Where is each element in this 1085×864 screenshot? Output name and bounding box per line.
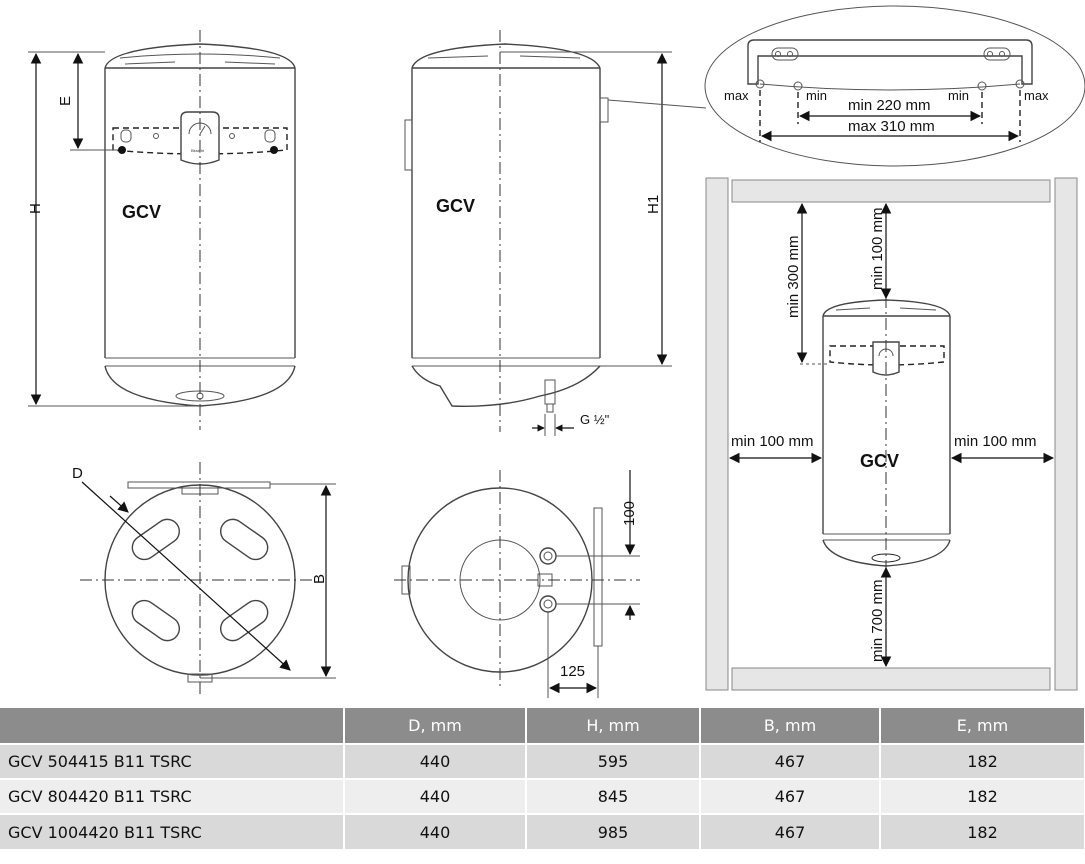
cell-h: 595 (526, 743, 701, 779)
cell-d: 440 (344, 778, 527, 814)
bracket-min-right: min (948, 88, 969, 103)
table-row: GCV 504415 B11 TSRC 440 595 467 182 (0, 743, 1085, 779)
cell-h: 845 (526, 778, 701, 814)
install-min-100-left-label: min 100 mm (731, 433, 814, 450)
side-model-label: GCV (436, 196, 475, 216)
side-top-dome (411, 43, 601, 69)
bracket-plate (747, 39, 1033, 85)
cell-e: 182 (880, 813, 1085, 849)
side-bottom-cap (411, 365, 601, 407)
cell-model: GCV 504415 B11 TSRC (0, 743, 345, 779)
header-h: H, mm (526, 708, 701, 744)
table-row: GCV 804420 B11 TSRC 440 845 467 182 (0, 778, 1085, 814)
dim-e-label: E (57, 96, 74, 106)
bracket-hole-icon (793, 81, 803, 91)
dim-d-label: D (72, 465, 83, 482)
header-e: E, mm (880, 708, 1085, 744)
cell-b: 467 (700, 778, 881, 814)
bracket-hole-icon (755, 79, 765, 89)
bracket-max-right: max (1024, 88, 1049, 103)
header-model (0, 708, 345, 744)
dim-100-label: 100 (621, 501, 638, 526)
install-min-700-label: min 700 mm (869, 579, 886, 662)
front-view: Bksight GCV H E (27, 30, 296, 430)
front-wall-bracket (112, 127, 288, 155)
installation-view: GCV min 300 mm min 100 mm min 100 mm min… (705, 177, 1078, 691)
cell-model: GCV 804420 B11 TSRC (0, 778, 345, 814)
bracket-min-220-label: min 220 mm (848, 97, 931, 114)
install-min-300-label: min 300 mm (785, 235, 802, 318)
spec-table-header: D, mm H, mm B, mm E, mm (0, 708, 1085, 744)
pipe-hole-icon (539, 547, 557, 565)
install-frame-top (731, 179, 1051, 203)
table-row: GCV 1004420 B11 TSRC 440 985 467 182 (0, 813, 1085, 849)
pipe-hole-icon (539, 595, 557, 613)
header-b: B, mm (700, 708, 881, 744)
side-wall-tab (404, 119, 413, 171)
dim-b-label: B (311, 574, 328, 584)
bracket-detail-callout (704, 5, 1085, 167)
front-brand-badge: Bksight (191, 148, 205, 153)
cell-d: 440 (344, 813, 527, 849)
top-view-front: D B (72, 462, 336, 698)
cell-d: 440 (344, 743, 527, 779)
cell-model: GCV 1004420 B11 TSRC (0, 813, 345, 849)
bracket-hole-icon (977, 81, 987, 91)
install-frame-right (1054, 177, 1078, 691)
dim-h1-label: H1 (645, 195, 662, 214)
bracket-max-310-label: max 310 mm (848, 118, 935, 135)
side-view: GCV H1 G ½" (404, 30, 672, 436)
cell-e: 182 (880, 778, 1085, 814)
cell-b: 467 (700, 813, 881, 849)
header-d: D, mm (344, 708, 527, 744)
install-heater-body (822, 316, 951, 534)
bracket-hole-icon (270, 146, 278, 154)
side-outlet-pipe (544, 379, 556, 405)
install-model-label: GCV (860, 451, 899, 471)
dim-h-label: H (27, 203, 44, 214)
dim-125-label: 125 (560, 663, 585, 680)
top-view-side: 100 125 (394, 470, 640, 698)
install-min-100-right-label: min 100 mm (954, 433, 1037, 450)
front-body (104, 68, 296, 358)
front-model-label: GCV (122, 202, 161, 222)
install-min-100-top-label: min 100 mm (869, 207, 886, 290)
install-frame-left (705, 177, 729, 691)
cell-e: 182 (880, 743, 1085, 779)
bracket-hole-icon (1015, 79, 1025, 89)
bracket-detail: max min min max min 220 mm max 310 mm (607, 5, 1085, 167)
bracket-min-left: min (806, 88, 827, 103)
top-view-side-bracket (593, 507, 603, 647)
bracket-max-left: max (724, 88, 749, 103)
bracket-hole-icon (118, 146, 126, 154)
front-top-dome (104, 43, 296, 69)
install-frame-bottom (731, 667, 1051, 691)
technical-drawing: Bksight GCV H E GCV H1 (27, 5, 1085, 698)
cell-b: 467 (700, 743, 881, 779)
side-bracket-stub (599, 97, 609, 123)
cell-h: 985 (526, 813, 701, 849)
spec-table: D, mm H, mm B, mm E, mm GCV 504415 B11 T… (0, 708, 1085, 849)
dim-thread-label: G ½" (580, 412, 610, 427)
front-control-panel (180, 111, 220, 165)
